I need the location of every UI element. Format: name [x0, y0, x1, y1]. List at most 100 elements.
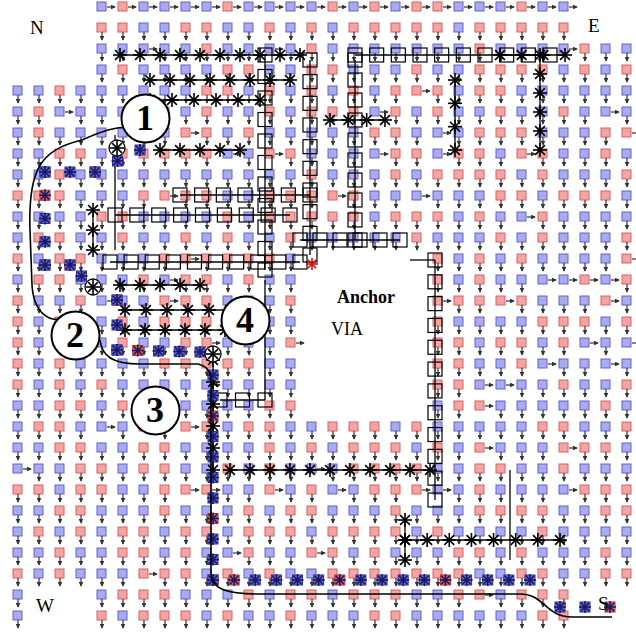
- pin-square: [307, 212, 316, 221]
- pin-cell: [97, 359, 106, 376]
- pin-cell: [496, 2, 514, 11]
- pin-arrow: [584, 473, 585, 481]
- pin-arrow: [542, 494, 543, 502]
- pin-cell: [223, 2, 241, 11]
- pin-arrow: [38, 116, 39, 124]
- pin-cell: [433, 65, 442, 82]
- pin-square: [559, 380, 568, 389]
- pin-arrow: [416, 74, 417, 82]
- pin-cell: [538, 170, 547, 187]
- pin-square: [181, 233, 190, 242]
- pin-arrow: [338, 6, 346, 7]
- pin-cell: [55, 107, 73, 116]
- pin-arrow: [164, 494, 165, 502]
- pin-arrow: [185, 410, 186, 418]
- pin-square: [160, 2, 169, 11]
- pin-square: [223, 212, 232, 221]
- pin-cell: [580, 275, 598, 284]
- pin-arrow: [269, 326, 270, 334]
- pin-cell: [160, 443, 169, 460]
- pin-cell: [370, 44, 379, 61]
- pin-cell: [76, 485, 85, 502]
- pin-cell: [223, 170, 232, 187]
- pin-square: [13, 485, 22, 494]
- pin-arrow: [101, 32, 102, 40]
- pin-square: [34, 380, 43, 389]
- pin-square: [496, 128, 505, 137]
- pin-cell: [160, 233, 169, 250]
- pin-arrow: [290, 32, 291, 40]
- pin-arrow: [626, 53, 627, 61]
- pin-cell: [139, 44, 157, 53]
- pin-cell: [370, 128, 379, 145]
- pin-arrow: [626, 74, 627, 82]
- pin-cell: [286, 401, 295, 418]
- pin-arrow: [542, 410, 543, 418]
- pin-square: [97, 86, 106, 95]
- pin-arrow: [290, 452, 291, 460]
- pin-arrow: [500, 410, 501, 418]
- pin-square: [370, 191, 379, 200]
- pin-square: [349, 422, 358, 431]
- pin-arrow: [17, 200, 18, 208]
- pin-arrow: [248, 32, 249, 40]
- pin-cell: [244, 44, 253, 61]
- pin-square: [454, 233, 463, 242]
- pin-square: [286, 422, 295, 431]
- pin-arrow: [395, 200, 396, 208]
- pin-cell: [160, 2, 178, 11]
- pin-arrow: [212, 6, 220, 7]
- pin-square: [223, 359, 232, 368]
- pin-arrow: [563, 116, 564, 124]
- pin-square: [202, 338, 211, 347]
- pin-cell: [496, 170, 505, 187]
- pin-cell: [454, 338, 463, 355]
- pin-cell: [517, 296, 526, 313]
- pin-cell: [97, 44, 106, 61]
- pin-square: [538, 338, 547, 347]
- pin-cell: [181, 128, 199, 137]
- pin-square: [559, 107, 568, 116]
- pin-arrow: [290, 263, 291, 271]
- pin-arrow: [290, 305, 291, 313]
- pin-arrow: [542, 452, 543, 460]
- pin-cell: [118, 191, 127, 208]
- pin-cell: [496, 44, 505, 61]
- pin-arrow: [590, 279, 598, 280]
- pin-square: [622, 380, 631, 389]
- pin-square: [454, 296, 463, 305]
- pin-square: [601, 338, 610, 347]
- pin-arrow: [605, 200, 606, 208]
- pin-arrow: [479, 242, 480, 250]
- pin-cell: [517, 149, 535, 158]
- pin-arrow: [569, 48, 577, 49]
- pin-cell: [55, 191, 64, 208]
- pin-square: [622, 359, 631, 368]
- pin-square: [412, 65, 421, 74]
- pin-cell: [391, 212, 400, 229]
- pin-cell: [601, 191, 610, 208]
- pin-arrow: [395, 179, 396, 187]
- pin-square: [601, 149, 610, 158]
- pin-cell: [202, 107, 211, 124]
- pin-cell: [328, 149, 337, 166]
- pin-cell: [286, 2, 304, 11]
- pin-cell: [223, 443, 232, 460]
- pin-cell: [328, 86, 337, 103]
- pin-arrow: [500, 137, 501, 145]
- pin-square: [286, 338, 295, 347]
- pin-square: [307, 86, 316, 95]
- pin-square: [286, 275, 295, 284]
- pin-square: [559, 317, 568, 326]
- pin-square: [475, 485, 484, 494]
- pin-arrow: [485, 384, 493, 385]
- pin-arrow: [395, 32, 396, 40]
- pin-square: [580, 359, 589, 368]
- pin-square: [538, 464, 547, 473]
- pin-square: [580, 464, 589, 473]
- pin-arrow: [626, 179, 627, 187]
- pin-arrow: [437, 368, 438, 376]
- pin-square: [496, 233, 505, 242]
- pin-square: [454, 485, 463, 494]
- pin-arrow: [626, 368, 627, 376]
